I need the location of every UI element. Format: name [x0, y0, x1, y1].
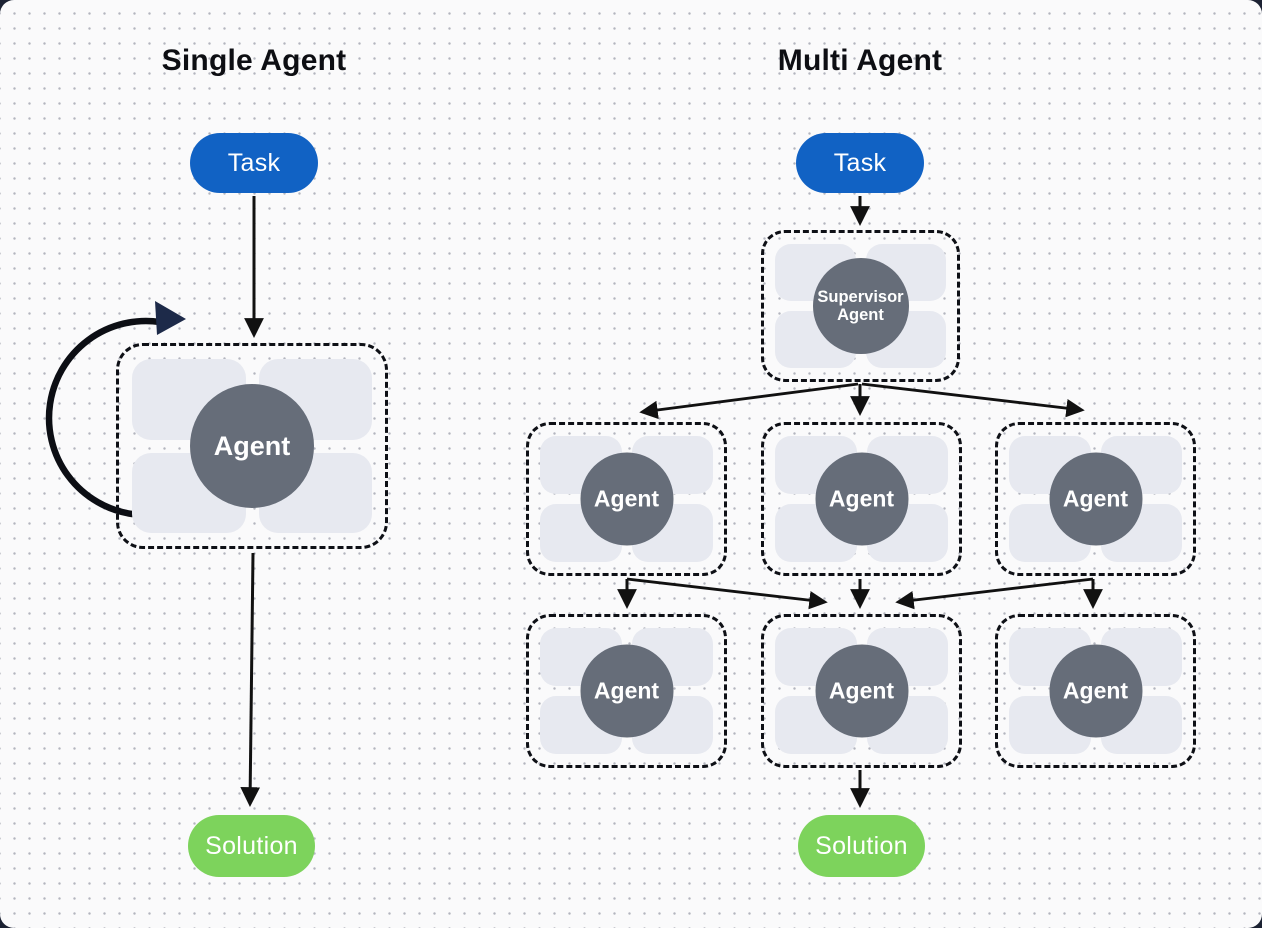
task-label: Task [227, 148, 281, 177]
arrow-supervisor-to-agent-3 [861, 382, 1085, 418]
arrow-agent-to-solution-left [240, 552, 261, 807]
agent-label: Agent [828, 485, 895, 512]
single-agent-title: Single Agent [161, 44, 347, 77]
supervisor-label-line2: Agent [837, 306, 884, 324]
agent-label: Agent [593, 677, 660, 704]
agent-circle: Agent [815, 644, 908, 738]
agent-node-4: Agent [526, 614, 727, 768]
solution-label: Solution [815, 831, 908, 860]
agent-label: Agent [1062, 677, 1129, 704]
arrow-agent3-to-agent5 [895, 577, 1094, 610]
agent-circle: Agent [580, 644, 673, 738]
solution-pill-left: Solution [188, 815, 315, 877]
multi-agent-title: Multi Agent [777, 44, 943, 77]
agent-circle: Agent [1049, 452, 1142, 546]
agent-node-3: Agent [995, 422, 1196, 576]
agent-label: Agent [828, 677, 895, 704]
single-agent-node: Agent [116, 343, 388, 549]
task-pill-right: Task [796, 133, 924, 193]
agent-label: Agent [593, 485, 660, 512]
agent-node-2: Agent [761, 422, 962, 576]
agent-label: Agent [1062, 485, 1129, 512]
arrow-agent1-to-agent5 [626, 577, 828, 610]
supervisor-label-line1: Supervisor [817, 287, 904, 306]
agent-circle: Agent [815, 452, 908, 546]
self-loop-arrowhead-icon [155, 301, 186, 335]
supervisor-circle: Supervisor Agent [812, 258, 909, 354]
solution-pill-right: Solution [798, 815, 925, 877]
task-pill-left: Task [190, 133, 318, 193]
agent-node-6: Agent [995, 614, 1196, 768]
agent-circle: Agent [190, 384, 314, 508]
agent-label: Agent [213, 430, 291, 461]
agent-node-1: Agent [526, 422, 727, 576]
agent-circle: Agent [1049, 644, 1142, 738]
supervisor-agent-node: Supervisor Agent [761, 230, 960, 382]
agent-circle: Agent [580, 452, 673, 546]
solution-label: Solution [205, 831, 298, 860]
agent-node-5: Agent [761, 614, 962, 768]
arrow-supervisor-to-agent-1 [639, 382, 859, 420]
task-label: Task [833, 148, 887, 177]
